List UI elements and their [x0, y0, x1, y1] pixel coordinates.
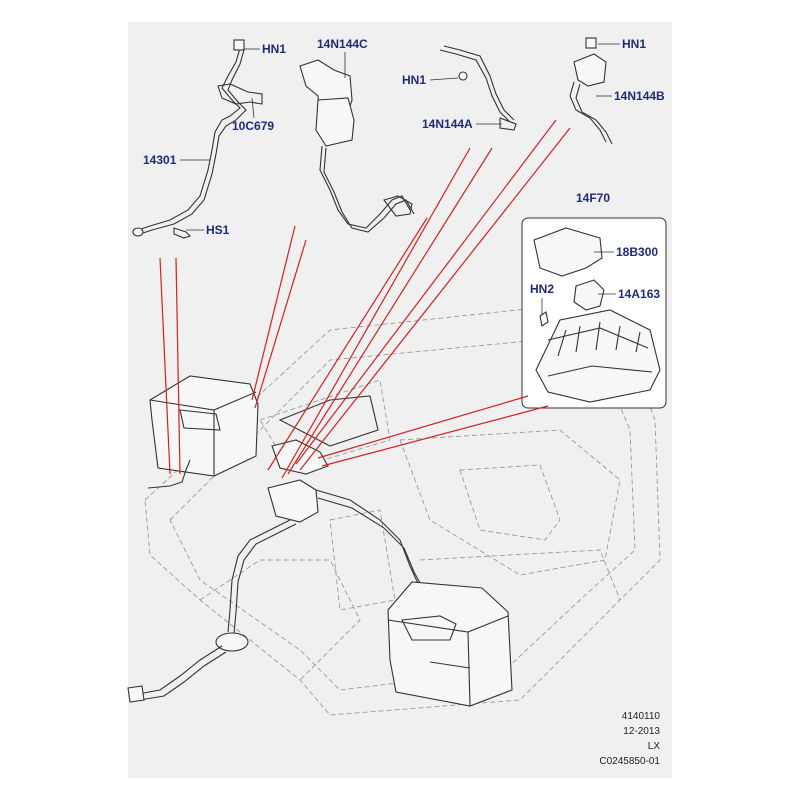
- callout-14n144c: 14N144C: [317, 37, 368, 51]
- callout-14a163: 14A163: [618, 287, 660, 301]
- red-leader-lines: [159, 119, 571, 479]
- callout-hn1-left: HN1: [262, 42, 286, 56]
- central-harness-assembly: [127, 395, 427, 703]
- callout-14n144a: 14N144A: [422, 117, 473, 131]
- harness-14n144b: [569, 37, 613, 145]
- callout-14301: 14301: [143, 153, 177, 167]
- footer-drawing-number: 4140110: [621, 711, 660, 722]
- fuse-box-14f70-inset: [521, 217, 667, 409]
- callout-hn1-right: HN1: [622, 37, 646, 51]
- harness-14n144c: [299, 59, 415, 233]
- harness-14n144a: [439, 45, 517, 131]
- callout-leaders: [180, 43, 620, 314]
- callout-hs1: HS1: [206, 223, 230, 237]
- left-battery: [147, 375, 259, 489]
- callout-14n144b: 14N144B: [614, 89, 665, 103]
- footer-date: 12-2013: [623, 726, 660, 737]
- footer-model: LX: [647, 741, 660, 752]
- right-battery: [387, 581, 513, 707]
- callout-14f70: 14F70: [576, 191, 610, 205]
- callout-hn2: HN2: [530, 282, 554, 296]
- callout-18b300: 18B300: [616, 245, 658, 259]
- footer-reference: C0245850-01: [599, 756, 660, 767]
- harness-14301: [132, 39, 263, 239]
- callout-hn1-mid: HN1: [402, 73, 426, 87]
- callout-10c679: 10C679: [232, 119, 274, 133]
